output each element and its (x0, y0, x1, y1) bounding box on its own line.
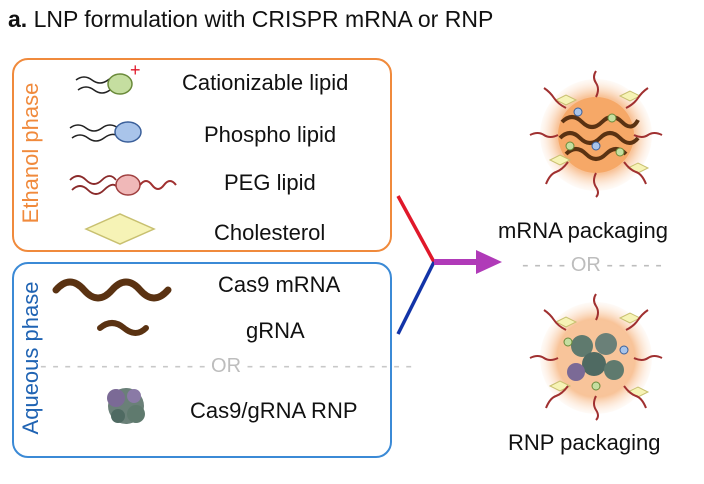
aqueous-phase-box (12, 262, 392, 458)
output-or-text: OR (570, 254, 601, 276)
ethanol-phase-box (12, 58, 392, 252)
ethanol-connector-line (396, 195, 436, 263)
rnp-packaging-label: RNP packaging (508, 430, 661, 455)
cholesterol-label: Cholesterol (214, 220, 326, 245)
cas9-mrna-icon (52, 278, 172, 302)
mixing-arrow-head (476, 250, 502, 274)
aqueous-or-text: OR (211, 355, 242, 377)
peg-lipid-icon (69, 174, 177, 196)
mrna-packaging-label: mRNA packaging (498, 218, 668, 243)
grna-icon (97, 320, 149, 336)
aqueous-connector-line (396, 261, 436, 335)
rnp-lnp-particle-icon (529, 293, 663, 421)
plus-charge-icon: + (130, 60, 141, 80)
figure-title: a. LNP formulation with CRISPR mRNA or R… (8, 6, 493, 33)
cationizable-lipid-label: Cationizable lipid (182, 70, 349, 95)
cholesterol-icon (84, 213, 156, 245)
rnp-icon (107, 388, 145, 424)
cationizable-lipid-icon: + (75, 60, 141, 95)
grna-label: gRNA (246, 318, 305, 343)
output-or-divider: - - - - OR - - - - - (522, 254, 662, 276)
cas9-grna-rnp-label: Cas9/gRNA RNP (190, 398, 358, 423)
title-text: LNP formulation with CRISPR mRNA or RNP (33, 6, 494, 32)
mrna-lnp-particle-icon (529, 70, 663, 198)
cas9-mrna-label: Cas9 mRNA (218, 272, 341, 297)
panel-letter: a. (8, 6, 28, 32)
peg-lipid-label: PEG lipid (224, 170, 316, 195)
phospho-lipid-label: Phospho lipid (204, 122, 337, 147)
aqueous-or-divider: - - - - - - - - - - - - - - OR - - - - -… (40, 355, 413, 377)
phospho-lipid-icon (69, 121, 142, 143)
